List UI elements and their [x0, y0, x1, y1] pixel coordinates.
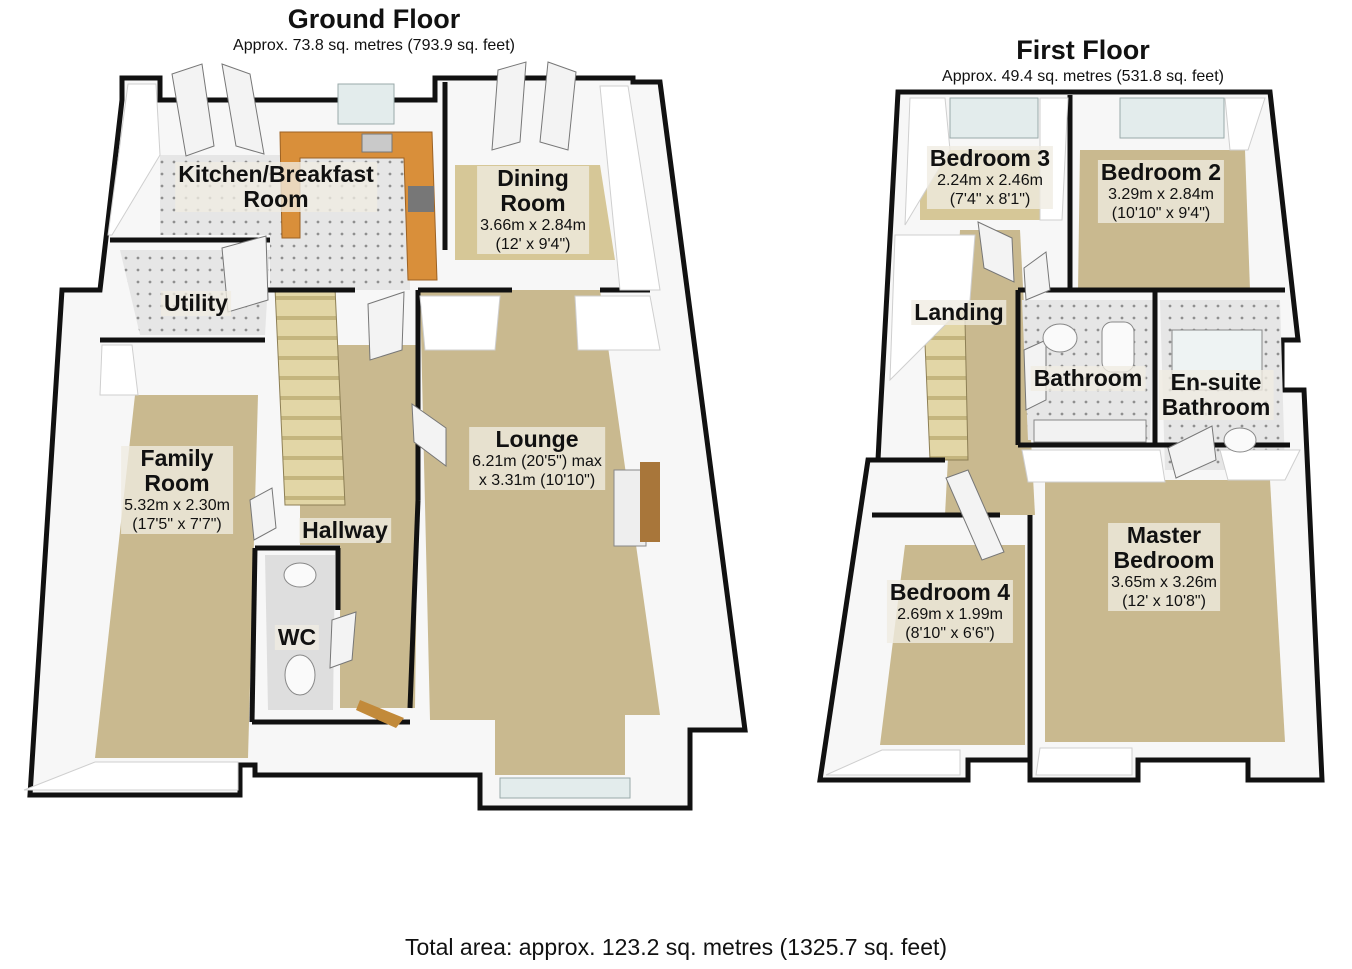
- master-dim-metric: 3.65m x 3.26m: [1108, 573, 1220, 592]
- first-stairs: [923, 319, 969, 461]
- utility-name: Utility: [161, 291, 231, 316]
- bedroom3-window: [949, 97, 1039, 139]
- bedroom4-dim-imperial: (8'10" x 6'6"): [886, 624, 1014, 643]
- wc-basin: [283, 562, 317, 588]
- bathroom-bath: [1033, 419, 1147, 443]
- ground-floor-area: Approx. 73.8 sq. metres (793.9 sq. feet): [233, 37, 515, 54]
- ground-floor-title: Ground Floor: [287, 4, 461, 34]
- master-name-line1: Master: [1108, 523, 1220, 548]
- family-name-line1: Family: [121, 446, 233, 471]
- kitchen-hob: [408, 186, 434, 212]
- bedroom3-dim-metric: 2.24m x 2.46m: [926, 171, 1054, 190]
- family-dim-metric: 5.32m x 2.30m: [121, 496, 233, 515]
- fireplace-hearth: [640, 462, 660, 542]
- master-floor: [1045, 480, 1285, 742]
- patio-door-right-1: [491, 61, 527, 151]
- bedroom3-dim-imperial: (7'4" x 8'1"): [926, 190, 1054, 209]
- bathroom-basin: [1042, 323, 1078, 353]
- ground-floor-plan: [23, 61, 748, 811]
- dining-dim-imperial: (12' x 9'4"): [477, 235, 589, 254]
- bedroom2-dim-imperial: (10'10" x 9'4"): [1097, 204, 1225, 223]
- patio-door-left-2: [221, 63, 265, 155]
- ground-stairs: [274, 287, 346, 506]
- ensuite-door: [1167, 425, 1217, 479]
- kitchen-name-line1: Kitchen/Breakfast: [175, 162, 377, 187]
- hallway-label: Hallway: [299, 518, 391, 543]
- first-floor-area: Approx. 49.4 sq. metres (531.8 sq. feet): [942, 68, 1224, 85]
- family-dim-imperial: (17'5" x 7'7"): [121, 515, 233, 534]
- first-floor-plan: [817, 89, 1325, 783]
- dining-name-line2: Room: [477, 191, 589, 216]
- landing-name: Landing: [911, 300, 1007, 325]
- patio-door-right-2: [539, 61, 577, 151]
- lounge-floor: [420, 290, 660, 775]
- dining-name-line1: Dining: [477, 166, 589, 191]
- bedroom3-name: Bedroom 3: [926, 146, 1054, 171]
- bedroom4-dim-metric: 2.69m x 1.99m: [886, 605, 1014, 624]
- bathroom-name: Bathroom: [1030, 366, 1146, 391]
- lounge-label: Lounge 6.21m (20'5") max x 3.31m (10'10"…: [469, 427, 605, 490]
- family-door: [249, 487, 277, 541]
- ensuite-basin: [1223, 427, 1257, 453]
- master-name-line2: Bedroom: [1108, 548, 1220, 573]
- lounge-dim-imperial: x 3.31m (10'10"): [469, 471, 605, 490]
- front-door: [356, 700, 404, 728]
- first-floor-title: First Floor: [1016, 35, 1150, 65]
- wc-label: WC: [274, 625, 320, 650]
- ensuite-label: En-suite Bathroom: [1158, 370, 1274, 420]
- lounge-dim-metric: 6.21m (20'5") max: [469, 452, 605, 471]
- patio-door-left-1: [171, 63, 215, 157]
- bedroom3-label: Bedroom 3 2.24m x 2.46m (7'4" x 8'1"): [926, 146, 1054, 209]
- master-bedroom-label: Master Bedroom 3.65m x 3.26m (12' x 10'8…: [1108, 523, 1220, 611]
- lounge-name: Lounge: [469, 427, 605, 452]
- bedroom3-door: [977, 221, 1015, 283]
- bedroom2-dim-metric: 3.29m x 2.84m: [1097, 185, 1225, 204]
- ensuite-name-line2: Bathroom: [1158, 395, 1274, 420]
- bedroom4-door: [945, 469, 1005, 561]
- kitchen-window: [337, 83, 395, 125]
- bedroom2-door: [1023, 251, 1051, 301]
- bathroom-label: Bathroom: [1030, 366, 1146, 391]
- kitchen-label: Kitchen/Breakfast Room: [175, 162, 377, 212]
- bedroom4-name: Bedroom 4: [886, 580, 1014, 605]
- hallway-name: Hallway: [299, 518, 391, 543]
- utility-label: Utility: [161, 291, 231, 316]
- landing-label: Landing: [911, 300, 1007, 325]
- dining-label: Dining Room 3.66m x 2.84m (12' x 9'4"): [477, 166, 589, 254]
- kitchen-worktop: [279, 131, 438, 281]
- dining-dim-metric: 3.66m x 2.84m: [477, 216, 589, 235]
- bedroom2-label: Bedroom 2 3.29m x 2.84m (10'10" x 9'4"): [1097, 160, 1225, 223]
- bedroom4-label: Bedroom 4 2.69m x 1.99m (8'10" x 6'6"): [886, 580, 1014, 643]
- family-name-line2: Room: [121, 471, 233, 496]
- wc-door: [329, 611, 357, 669]
- kitchen-sink: [361, 133, 393, 153]
- bedroom2-name: Bedroom 2: [1097, 160, 1225, 185]
- kitchen-name-line2: Room: [175, 187, 377, 212]
- lounge-door: [411, 402, 447, 467]
- kitchen-door: [221, 235, 269, 313]
- wc-name: WC: [274, 625, 320, 650]
- wc-toilet: [284, 654, 316, 696]
- bedroom4-floor: [880, 545, 1025, 745]
- lounge-bay-window: [499, 777, 631, 799]
- family-label: Family Room 5.32m x 2.30m (17'5" x 7'7"): [121, 446, 233, 534]
- master-dim-imperial: (12' x 10'8"): [1108, 592, 1220, 611]
- hall-door: [367, 291, 405, 361]
- total-area: Total area: approx. 123.2 sq. metres (13…: [404, 934, 948, 960]
- bedroom2-window: [1119, 97, 1225, 139]
- ensuite-name-line1: En-suite: [1158, 370, 1274, 395]
